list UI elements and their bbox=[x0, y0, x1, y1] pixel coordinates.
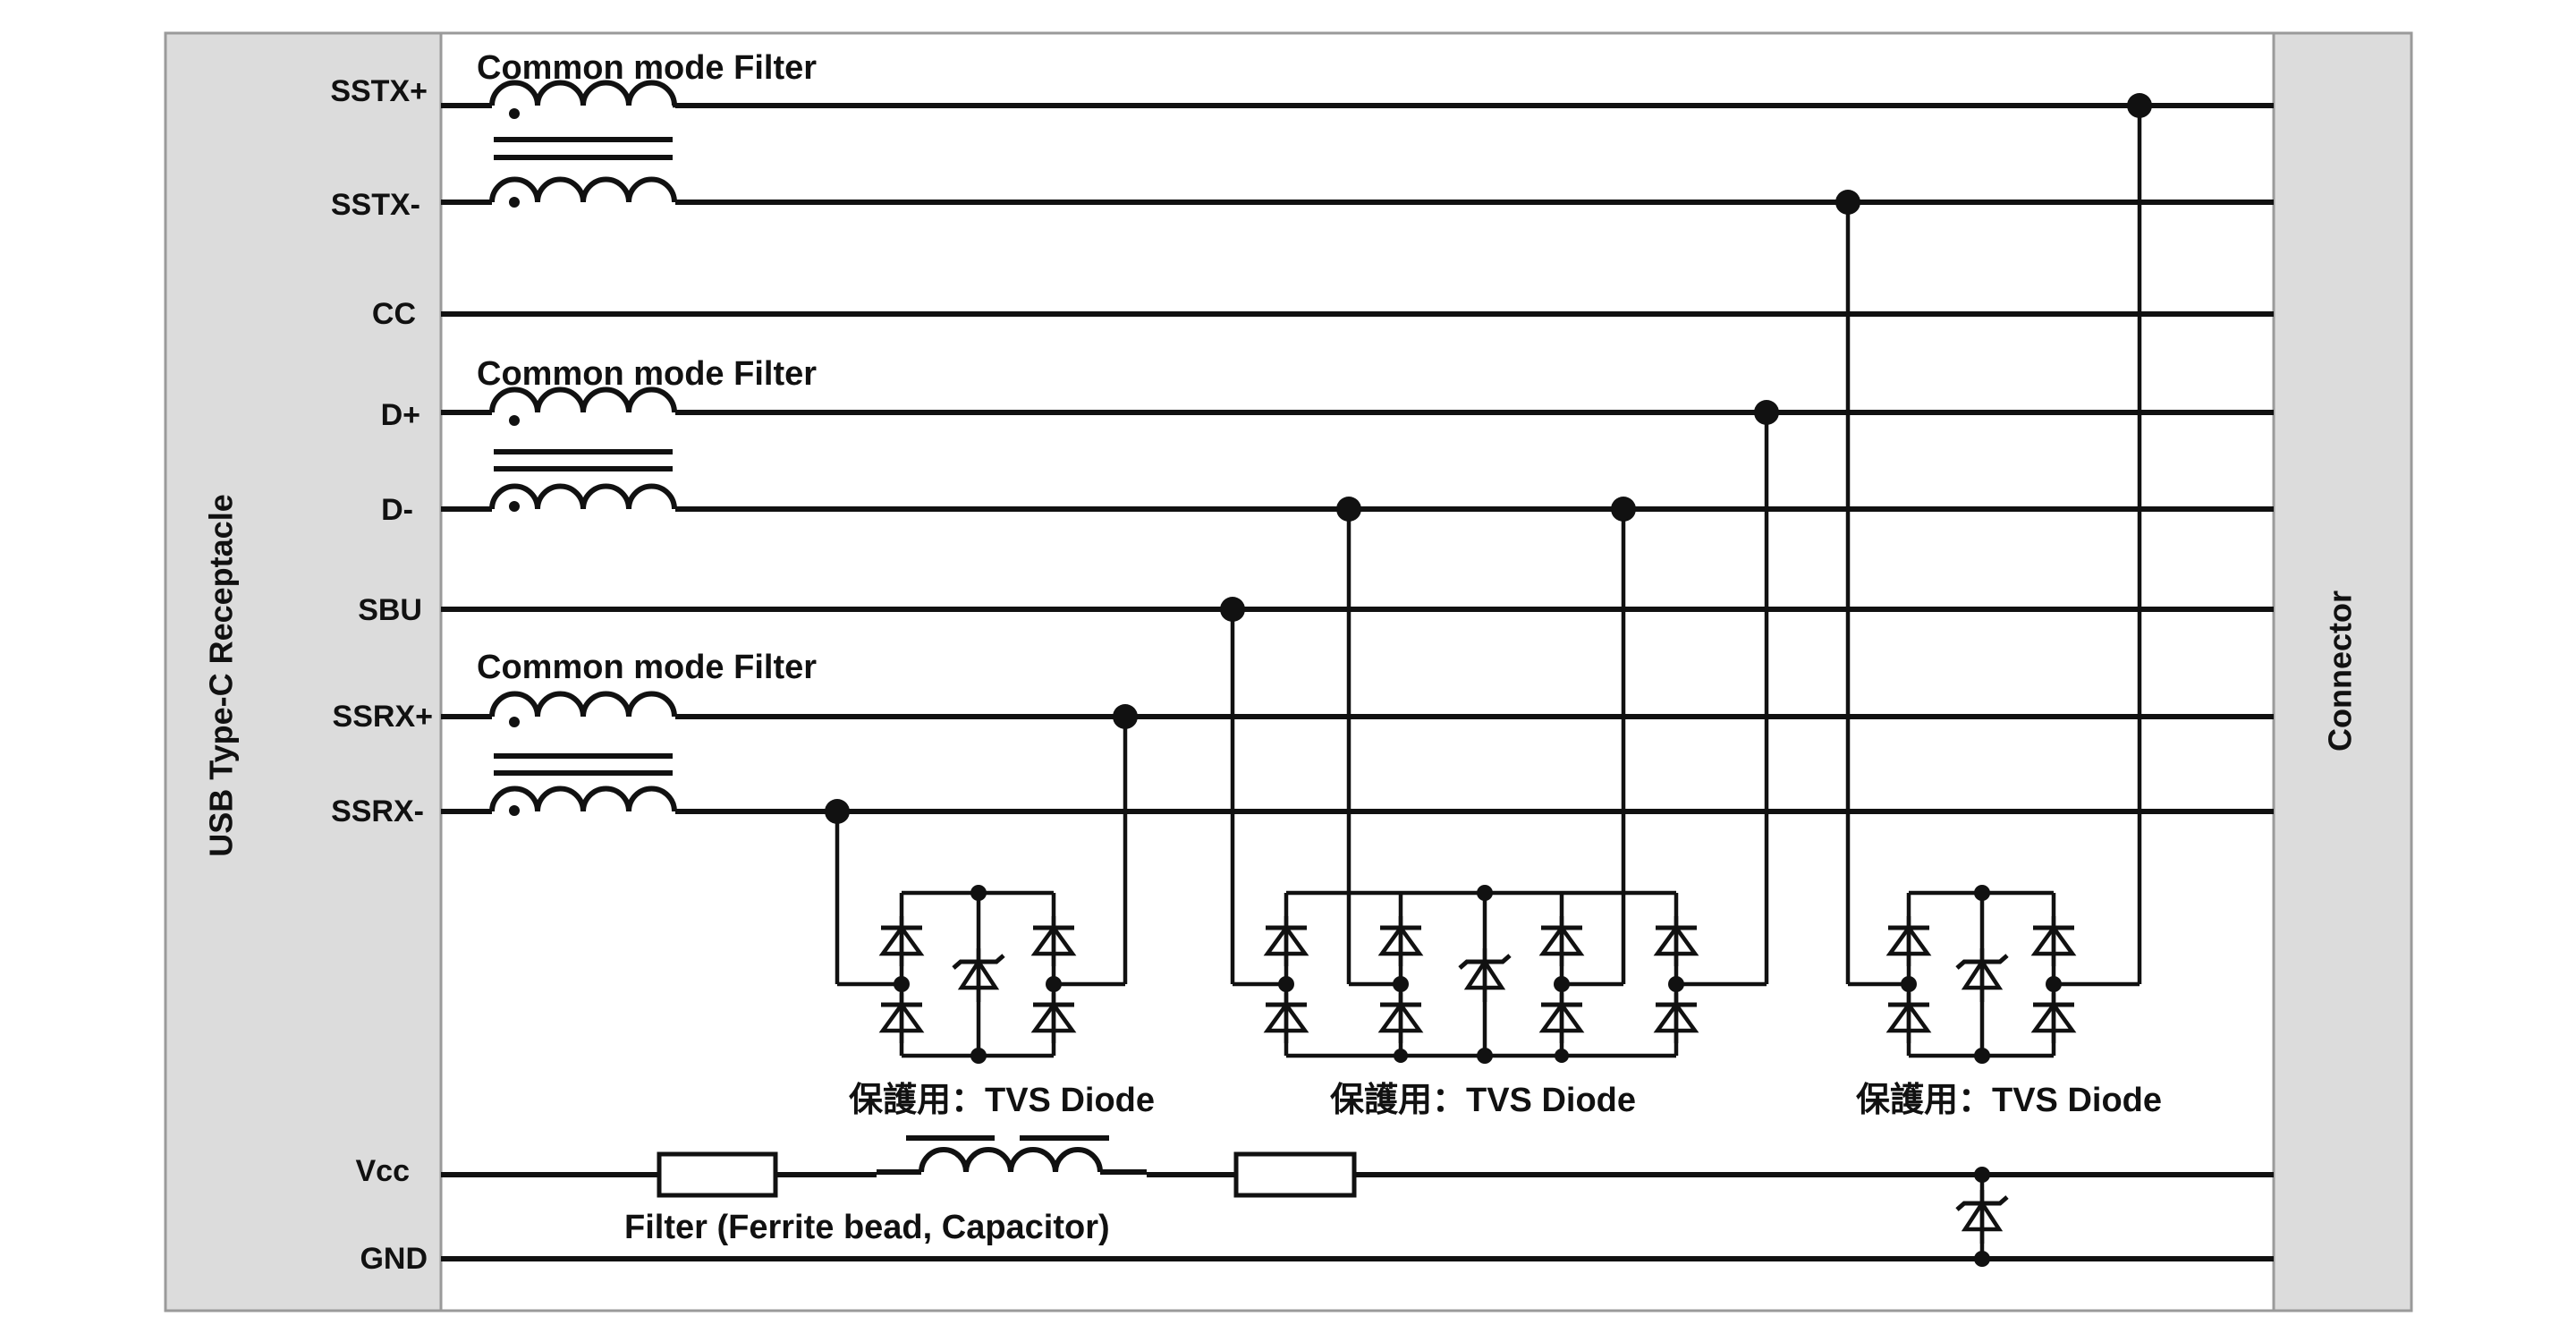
vcc-zener-diode bbox=[1957, 1167, 2007, 1267]
tvs-label-3: 保護用：TVS Diode bbox=[1856, 1082, 2162, 1119]
signal-label-ssrx-plus: SSRX+ bbox=[333, 700, 433, 734]
common-mode-filter-2 bbox=[489, 386, 677, 526]
tvs-label-2: 保護用：TVS Diode bbox=[1330, 1082, 1636, 1119]
tvs-diode-array-1: 保護用：TVS Diode bbox=[825, 704, 1155, 1119]
signal-label-sstx-plus: SSTX+ bbox=[330, 74, 428, 108]
connector-panel: Connector bbox=[2272, 31, 2413, 1312]
common-mode-filter-3 bbox=[489, 691, 677, 830]
vcc-filter: Filter (Ferrite bead, Capacitor) bbox=[441, 1135, 2274, 1246]
signal-label-sstx-minus: SSTX- bbox=[331, 188, 420, 222]
ferrite-bead bbox=[919, 1147, 1103, 1173]
signal-label-d-plus: D+ bbox=[381, 398, 420, 432]
filter-label: Filter (Ferrite bead, Capacitor) bbox=[624, 1209, 1110, 1246]
cmf-label-2: Common mode Filter bbox=[477, 355, 817, 393]
signal-label-vcc: Vcc bbox=[356, 1154, 411, 1188]
usb-receptacle-label: USB Type-C Receptacle bbox=[203, 494, 240, 856]
connector-label: Connector bbox=[2322, 590, 2359, 752]
signal-label-gnd: GND bbox=[360, 1242, 428, 1276]
signal-label-sbu: SBU bbox=[358, 593, 422, 627]
usb-receptacle-panel: USB Type-C Receptacle bbox=[164, 31, 443, 1312]
common-mode-filters bbox=[474, 80, 693, 830]
tvs-diode-array-3: 保護用：TVS Diode bbox=[1835, 93, 2162, 1119]
cmf-label-3: Common mode Filter bbox=[477, 649, 817, 686]
tvs-diode-array-2: 保護用：TVS Diode bbox=[1220, 400, 1779, 1119]
outer-frame bbox=[164, 31, 2413, 1312]
signal-labels: SSTX+ SSTX- CC D+ D- SBU SSRX+ SSRX- Vcc… bbox=[330, 74, 433, 1276]
signal-label-ssrx-minus: SSRX- bbox=[331, 794, 424, 828]
tvs-label-1: 保護用：TVS Diode bbox=[849, 1082, 1155, 1119]
signal-label-cc: CC bbox=[372, 297, 416, 331]
resistor-1 bbox=[657, 1151, 778, 1198]
common-mode-filter-1 bbox=[474, 80, 693, 219]
signal-label-d-minus: D- bbox=[381, 493, 413, 527]
resistor-2 bbox=[1233, 1151, 1357, 1198]
